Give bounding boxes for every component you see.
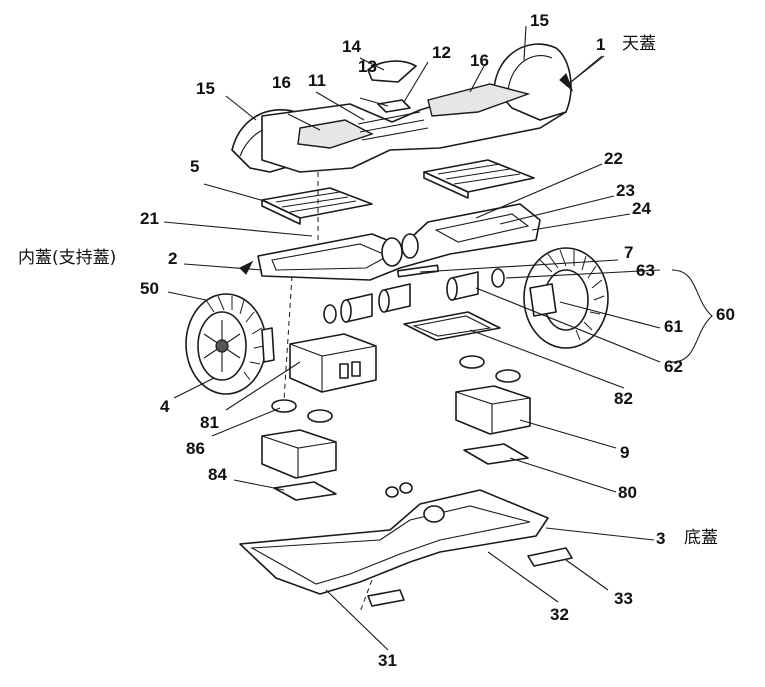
axle-parts [323, 264, 505, 324]
label-15-right: 15 [530, 11, 549, 30]
label-61: 61 [664, 317, 683, 336]
control-board [403, 311, 501, 341]
left-wheel [185, 293, 275, 395]
assembly-lines [283, 172, 373, 613]
label-63: 63 [636, 261, 655, 280]
label-4: 4 [160, 397, 170, 416]
label-82: 82 [614, 389, 633, 408]
label-86: 86 [186, 439, 205, 458]
label-15-left: 15 [196, 79, 215, 98]
label-3-name: 底蓋 [684, 528, 718, 548]
label-21: 21 [140, 209, 159, 228]
label-16-right: 16 [470, 51, 489, 70]
label-14: 14 [342, 37, 361, 56]
label-62: 62 [664, 357, 683, 376]
right-bracket [455, 385, 531, 435]
label-2-name: 内蓋(支持蓋) [18, 248, 117, 268]
top-cover [231, 43, 572, 173]
label-13: 13 [358, 57, 377, 76]
leader-lines [163, 25, 713, 651]
small-boards [273, 443, 529, 501]
right-wheel [523, 247, 609, 349]
label-12: 12 [432, 43, 451, 62]
label-5: 5 [190, 157, 200, 176]
label-9: 9 [620, 443, 630, 462]
inner-cover [257, 203, 541, 281]
label-11: 11 [308, 71, 326, 90]
battery [289, 333, 377, 393]
label-23: 23 [616, 181, 635, 200]
label-2: 2 [168, 249, 178, 268]
label-1: 1 [596, 35, 606, 54]
label-80: 80 [618, 483, 637, 502]
label-50: 50 [140, 279, 159, 298]
label-81: 81 [200, 413, 219, 432]
left-bracket [261, 429, 337, 479]
label-22: 22 [604, 149, 623, 168]
pedals [261, 159, 535, 225]
label-7: 7 [624, 243, 634, 262]
label-33: 33 [614, 589, 633, 608]
label-84: 84 [208, 465, 227, 484]
label-32: 32 [550, 605, 569, 624]
label-1-name: 天蓋 [622, 34, 656, 54]
bottom-cover [239, 482, 573, 607]
label-31: 31 [378, 651, 397, 670]
label-60: 60 [716, 305, 735, 324]
label-16-left: 16 [272, 73, 291, 92]
label-3: 3 [656, 529, 666, 548]
label-24: 24 [632, 199, 651, 218]
